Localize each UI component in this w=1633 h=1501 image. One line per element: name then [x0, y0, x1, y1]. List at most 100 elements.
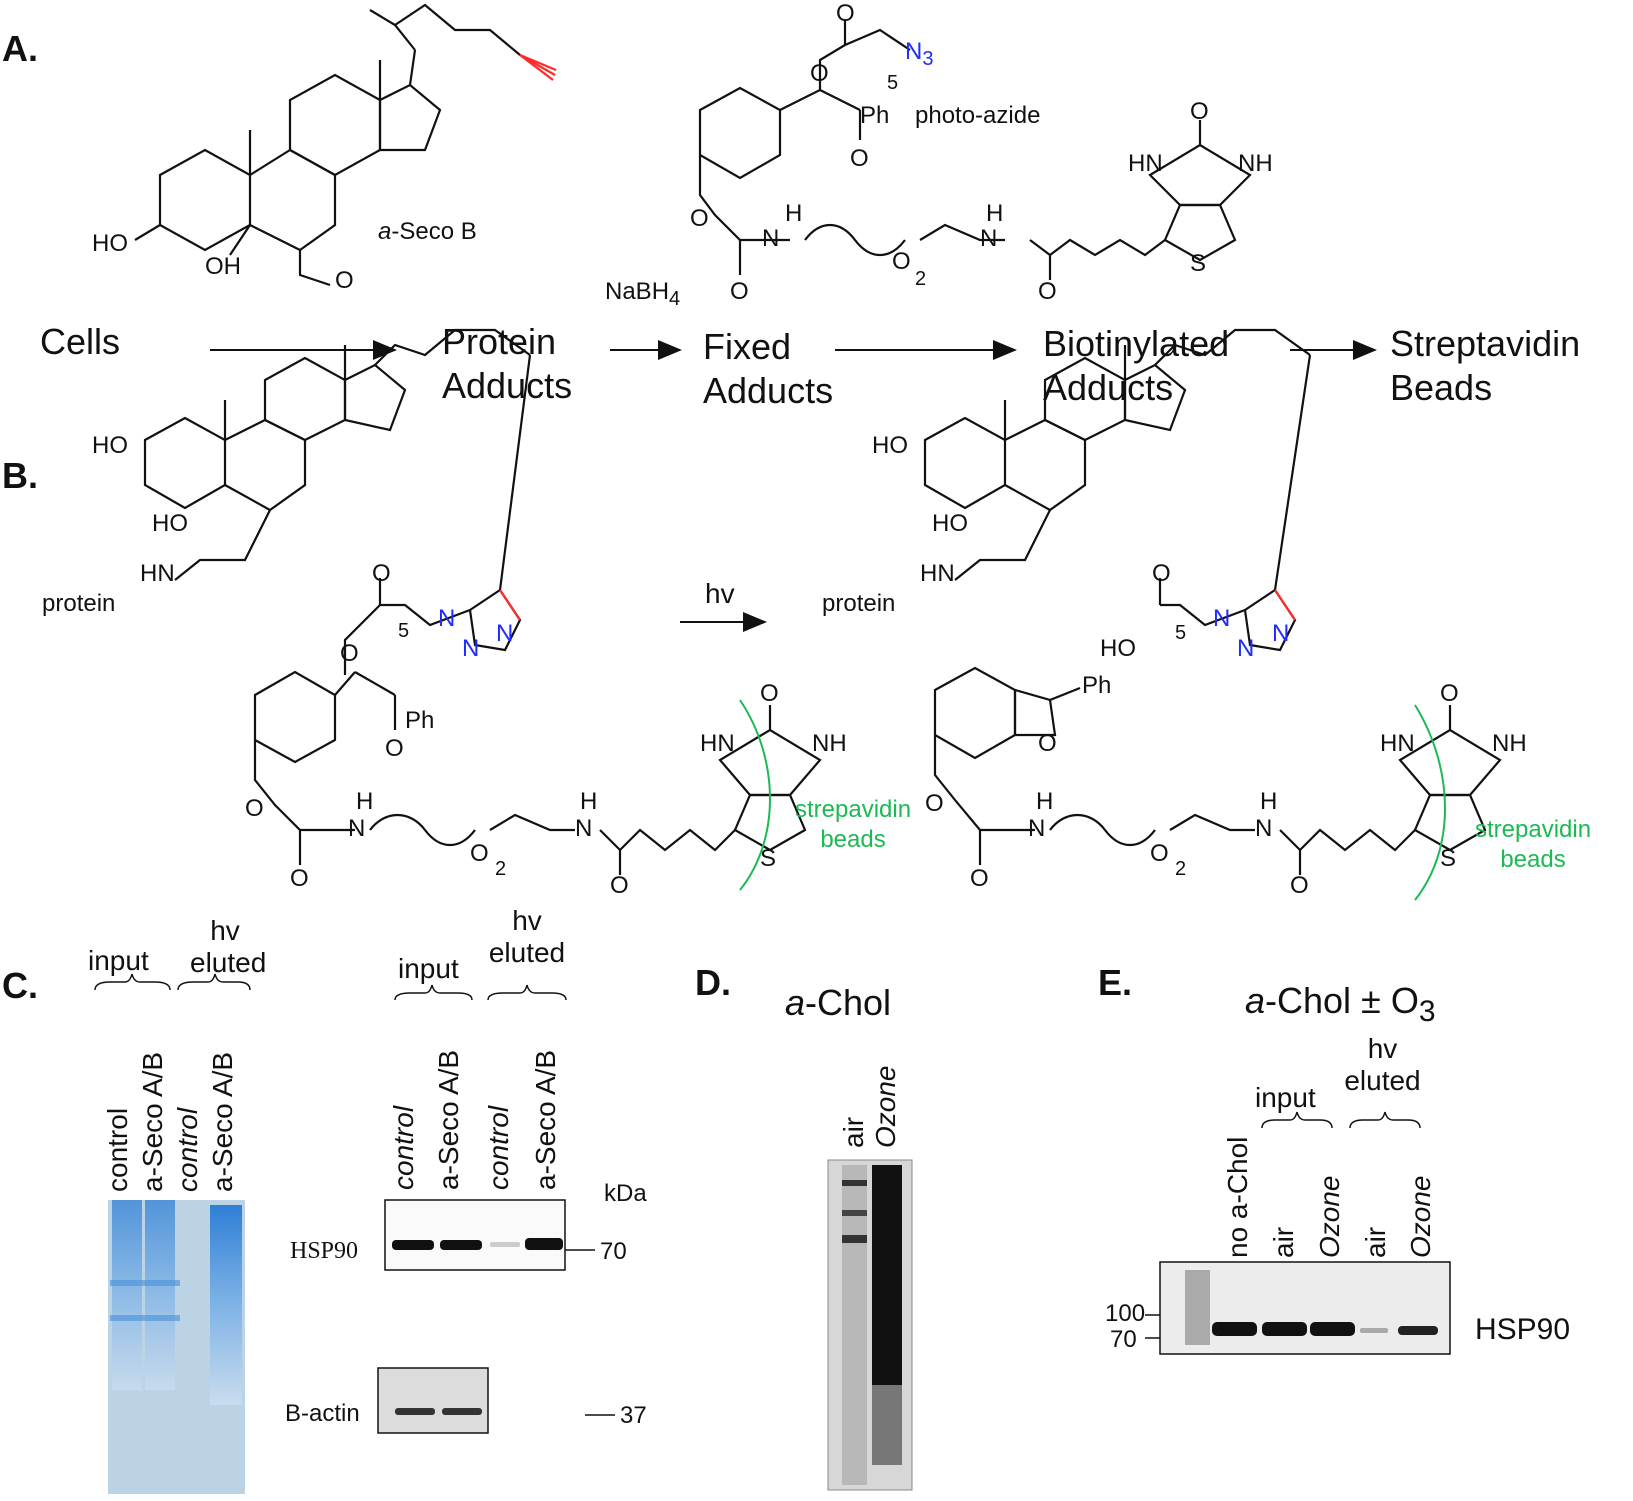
b-left-biotin-hn: HN: [700, 730, 735, 757]
c-gel-lane-4: a-Seco A/B: [207, 1051, 238, 1192]
b-right-ph: Ph: [1082, 672, 1112, 699]
c-bactin-label: B-actin: [285, 1400, 360, 1427]
b-left-sub5: 5: [398, 620, 410, 642]
b-right-biotin-nh: NH: [1492, 730, 1527, 757]
b-right-protein: protein: [822, 590, 896, 617]
flow-cells: Cells: [40, 321, 121, 362]
c-gel-input-header: input: [88, 945, 149, 976]
adduct-structure-right: [923, 328, 1502, 875]
ester-carbonyl-o: O: [836, 0, 855, 27]
b-left-triazole-n2: N: [462, 635, 480, 662]
b-right-amide-n2: N: [1255, 815, 1273, 842]
amide-h-2: H: [986, 200, 1004, 227]
biotin-nh: NH: [1238, 150, 1273, 177]
e-hsp90-label: HSP90: [1475, 1313, 1571, 1346]
ketone-o: O: [850, 145, 869, 172]
ozone-gel: [827, 1159, 913, 1491]
b-left-hn: HN: [140, 560, 175, 587]
b-left-ester-o: O: [340, 640, 359, 667]
e-lane-no-achol: no a-Chol: [1222, 1136, 1253, 1258]
b-right-amide-h2: H: [1260, 788, 1278, 815]
b-left-ho-mid: HO: [152, 510, 188, 537]
chain-subscript-5: 5: [887, 72, 899, 94]
b-left-biotin-s: S: [760, 845, 777, 872]
seco-b-name: a-Seco B: [378, 218, 477, 245]
hsp90-blot: [384, 1199, 595, 1271]
b-left-amide-o2: O: [610, 872, 629, 899]
c-gel-lane-2: a-Seco A/B: [137, 1051, 168, 1192]
c-gel-lane-3: control: [172, 1107, 203, 1192]
b-right-phenoxy-o: O: [925, 790, 944, 817]
e-input-header: input: [1255, 1082, 1316, 1113]
biotin-s: S: [1190, 250, 1207, 277]
braces-c-gel: [94, 973, 251, 991]
b-left-amide-h1: H: [356, 788, 374, 815]
b-right-acid-co: O: [1152, 560, 1171, 587]
c-marker-37: 37: [620, 1402, 647, 1429]
b-right-acid-ho: HO: [1100, 635, 1136, 662]
b-left-sub2: 2: [495, 858, 507, 880]
b-left-ph: Ph: [405, 707, 435, 734]
c-blot-lane-2: a-Seco A/B: [433, 1049, 464, 1190]
c-marker-70: 70: [600, 1238, 627, 1265]
b-left-amide-n2: N: [575, 815, 593, 842]
peg-o: O: [892, 248, 911, 275]
panel-a-letter: A.: [2, 28, 38, 69]
beads-arc-left: [739, 699, 771, 891]
b-left-protein: protein: [42, 590, 116, 617]
panel-d-letter: D.: [695, 962, 731, 1003]
phenoxy-o: O: [690, 205, 709, 232]
e-lane-ozone-1: Ozone: [1314, 1175, 1345, 1259]
amide-o-2: O: [1038, 278, 1057, 305]
b-left-ketone-o: O: [385, 735, 404, 762]
photo-azide-label: photo-azide: [915, 102, 1041, 129]
c-kda-label: kDa: [604, 1180, 647, 1207]
c-blot-lane-1: control: [388, 1105, 419, 1190]
alkyne-group: [519, 53, 557, 81]
panel-e-blot: [1145, 1261, 1451, 1355]
urea-o: O: [1190, 98, 1209, 125]
hv-label: hv: [705, 578, 735, 609]
c-blot-lane-4: a-Seco A/B: [530, 1049, 561, 1190]
b-left-urea-o: O: [760, 680, 779, 707]
b-right-amide-h1: H: [1036, 788, 1054, 815]
b-left-ho-top: HO: [92, 432, 128, 459]
c-blot-input-header: input: [398, 953, 459, 984]
braces-e: [1261, 1111, 1421, 1129]
seco-ho-label: HO: [92, 230, 128, 257]
b-left-peg-o: O: [470, 840, 489, 867]
beads-arc-right: [1414, 704, 1446, 901]
triazole-double-bond-right: [1274, 589, 1296, 621]
e-lane-ozone-2: Ozone: [1405, 1175, 1436, 1259]
e-marker-100: 100: [1105, 1300, 1146, 1327]
b-left-amide-o1: O: [290, 865, 309, 892]
amide-n-1: N: [762, 225, 780, 252]
b-right-furan-o: O: [1038, 730, 1057, 757]
c-hsp90-label: HSP90: [290, 1238, 359, 1264]
e-title: a-Chol ± O3: [1245, 980, 1436, 1029]
c-blot-lane-3: control: [483, 1105, 514, 1190]
b-left-biotin-nh: NH: [812, 730, 847, 757]
amide-n-2: N: [980, 225, 998, 252]
seco-aldehyde-o: O: [335, 267, 354, 294]
seco-b-structure: [134, 3, 521, 287]
b-right-amide-o2: O: [1290, 872, 1309, 899]
b-right-triazole-n1: N: [1213, 605, 1231, 632]
b-right-peg-o: O: [1150, 840, 1169, 867]
b-right-hn: HN: [920, 560, 955, 587]
nabh4-label: NaBH4: [605, 278, 681, 310]
c-gel-lane-1: control: [102, 1107, 133, 1192]
b-left-triazole-n3: N: [496, 620, 514, 647]
ester-o: O: [810, 60, 829, 87]
b-left-ester-co: O: [372, 560, 391, 587]
panel-c-letter: C.: [2, 965, 38, 1006]
b-right-biotin-hn: HN: [1380, 730, 1415, 757]
